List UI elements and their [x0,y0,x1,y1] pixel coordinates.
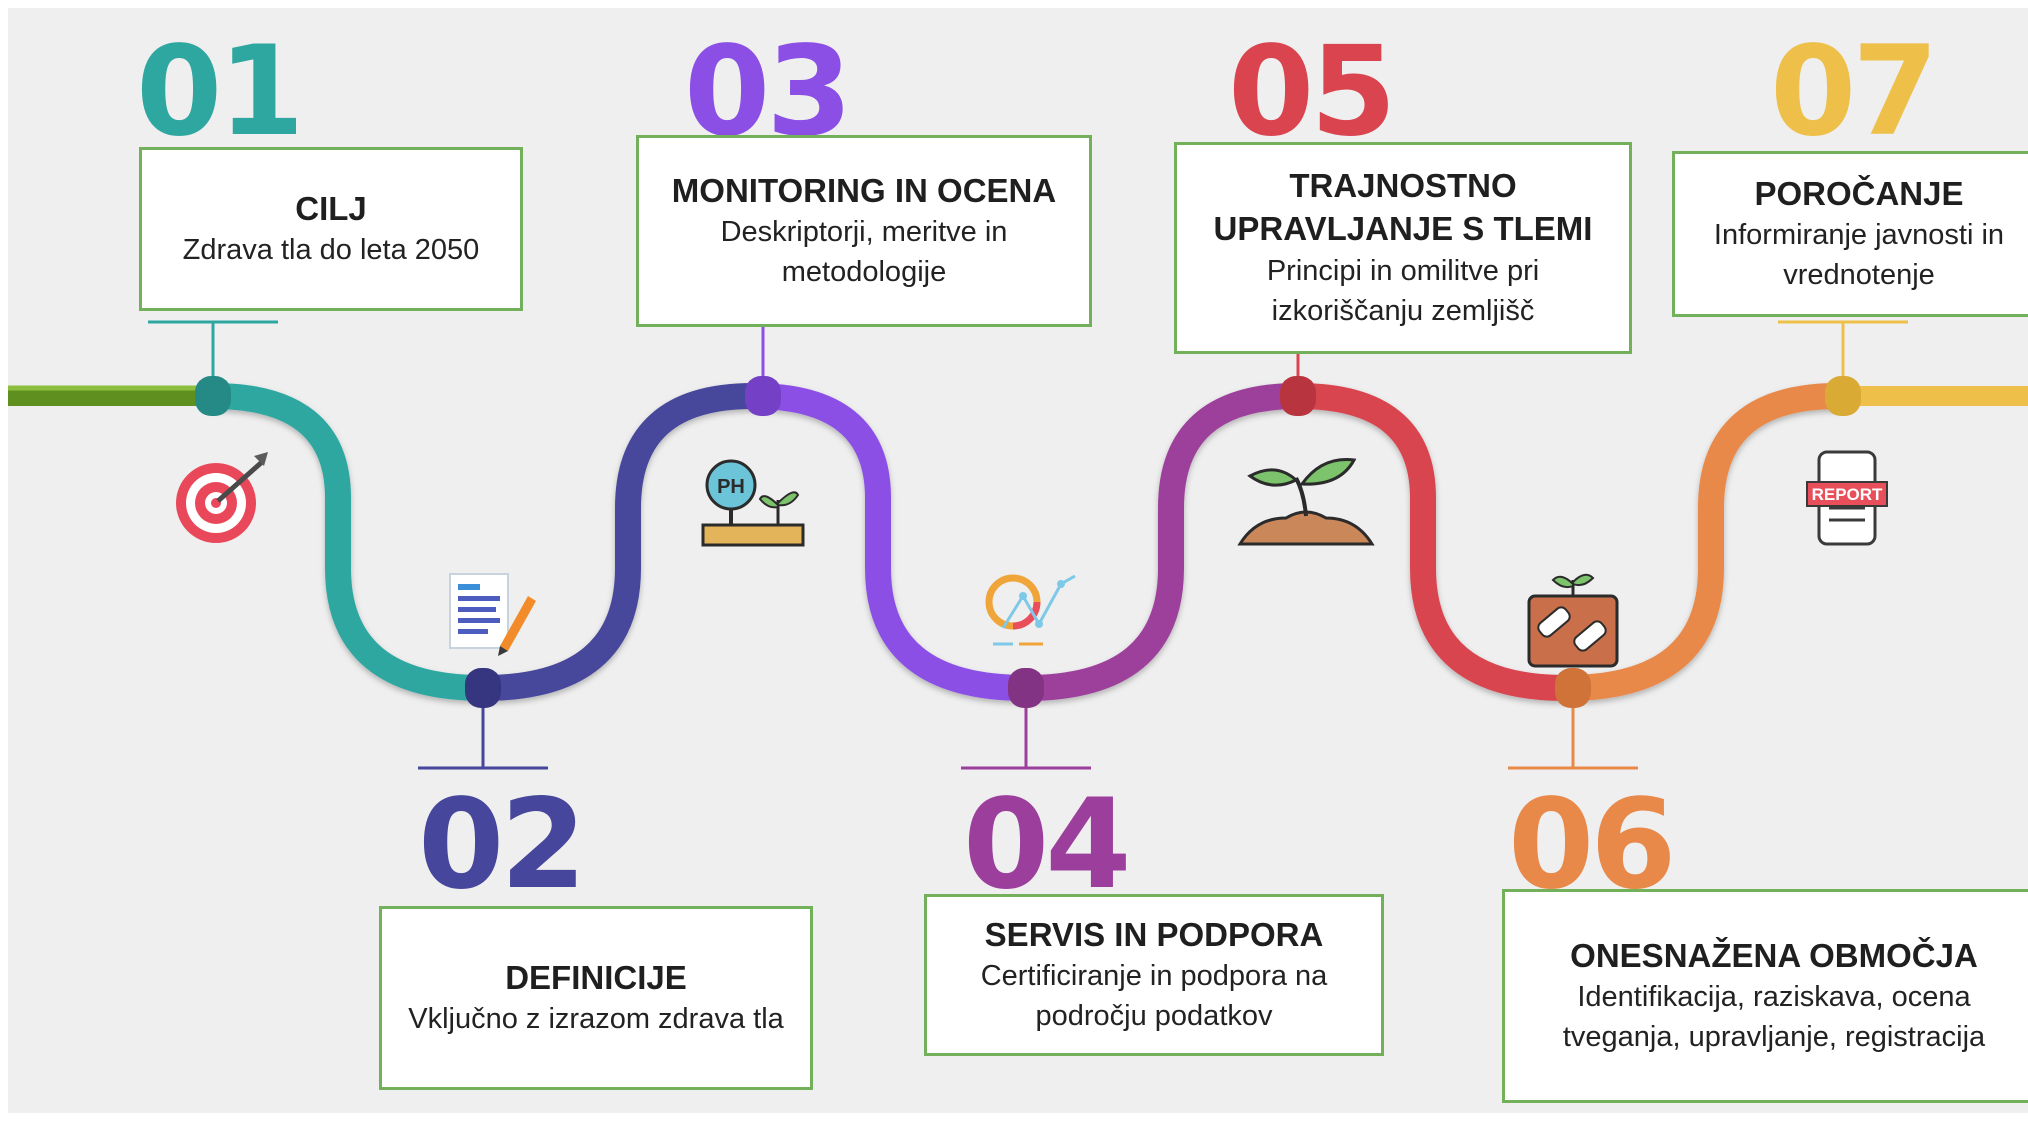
target-icon [176,452,268,543]
step-number-05: 05 [1228,20,1397,164]
step-title-04: SERVIS IN PODPORA [984,915,1324,953]
step-card-03: MONITORING IN OCENA Deskriptorji, meritv… [636,135,1092,327]
road-node-01 [195,376,231,416]
report-label: REPORT [1812,485,1883,504]
step-desc-02: Vključno z izrazom zdrava tla [408,1003,784,1036]
step-title-01: CILJ [295,189,367,227]
step-number-01: 01 [136,20,305,164]
step-number-04: 04 [963,773,1132,917]
step-title-06: ONESNAŽENA OBMOČJA [1570,936,1978,974]
road-node-04 [1008,668,1044,708]
step-desc-05: Principi in omilitve pri izkoriščanju ze… [1266,254,1540,327]
road-segment-05 [1297,383,1567,701]
road-segment-04 [1025,383,1299,701]
step-title-05: TRAJNOSTNO UPRAVLJANJE S TLEMI [1213,167,1593,247]
road-segment-03 [752,383,1027,701]
step-number-07: 07 [1770,20,1939,164]
ph-label: PH [717,476,745,498]
road-node-06 [1555,668,1591,708]
road-node-03 [745,376,781,416]
roadmap-infographic: 01 03 05 07 02 04 06 CILJ Zdrava tla do … [8,8,2028,1113]
road-segment-02 [482,383,754,701]
step-desc-01: Zdrava tla do leta 2050 [182,234,480,267]
step-desc-07: Informiranje javnosti in vrednotenje [1713,219,2005,292]
step-card-04: SERVIS IN PODPORA Certificiranje in podp… [924,894,1384,1056]
document-pencil-icon [449,573,536,656]
step-number-06: 06 [1508,773,1677,917]
step-desc-03: Deskriptorji, meritve in metodologije [720,216,1008,289]
step-number-03: 03 [684,20,853,164]
road-segment-06 [1565,383,1839,701]
roadmap-road [8,320,2028,770]
step-card-06: ONESNAŽENA OBMOČJA Identifikacija, razis… [1502,889,2028,1103]
step-title-03: MONITORING IN OCENA [671,171,1057,209]
report-icon: REPORT [1806,450,1888,546]
step-card-05: TRAJNOSTNO UPRAVLJANJE S TLEMI Principi … [1174,142,1632,354]
contaminated-soil-icon [1527,573,1619,668]
ph-meter-plant-icon: PH [701,459,805,547]
step-card-07: POROČANJE Informiranje javnosti in vredn… [1672,151,2028,317]
step-title-02: DEFINICIJE [505,958,687,996]
road-node-05 [1280,376,1316,416]
step-desc-06: Identifikacija, raziskava, ocena tveganj… [1562,981,1986,1054]
step-number-02: 02 [418,773,587,917]
seedling-soil-icon [1237,458,1375,546]
step-desc-04: Certificiranje in podpora na področju po… [980,960,1328,1033]
data-analytics-icon [985,574,1076,646]
road-segment-01 [212,383,484,701]
step-card-02: DEFINICIJE Vključno z izrazom zdrava tla [379,906,813,1090]
road-node-07 [1825,376,1861,416]
step-card-01: CILJ Zdrava tla do leta 2050 [139,147,523,311]
step-title-07: POROČANJE [1754,174,1964,212]
road-node-02 [465,668,501,708]
